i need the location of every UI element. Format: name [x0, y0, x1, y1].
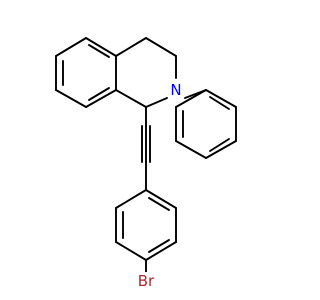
bromine-label: Br	[138, 272, 155, 290]
bond	[115, 37, 147, 57]
double-bond-inner-line	[209, 96, 230, 110]
bond	[205, 89, 237, 108]
bond	[175, 140, 207, 159]
bond	[85, 37, 117, 57]
n-phenyl-ring	[175, 89, 237, 159]
bond	[55, 37, 87, 57]
atom-label-background	[134, 272, 158, 288]
bromine-atom: Br	[134, 272, 158, 290]
bond	[145, 241, 177, 261]
saturated-nitrogen-ring	[115, 37, 177, 108]
bond	[85, 89, 117, 108]
bond	[145, 189, 177, 209]
nitrogen-atom: N	[168, 81, 184, 99]
double-bond-inner-line	[88, 87, 110, 101]
bond	[115, 189, 147, 209]
bromophenyl-ring	[115, 189, 177, 273]
bond	[55, 89, 87, 108]
fused-benzene-ring	[55, 37, 117, 108]
bond	[115, 89, 147, 108]
bond	[145, 97, 168, 108]
double-bond-inner-line	[148, 239, 170, 253]
bond	[205, 140, 237, 159]
double-bond-inner-line	[88, 44, 110, 58]
double-bond-inner-line	[148, 197, 170, 211]
bond	[145, 37, 177, 57]
bond	[115, 241, 147, 261]
bond	[175, 89, 207, 108]
molecule-structure-canvas: N Br	[55, 37, 237, 290]
alkyne-triple-bond	[141, 106, 151, 191]
double-bond-inner-line	[209, 138, 230, 152]
atom-label-background	[168, 82, 184, 98]
nitrogen-label: N	[170, 81, 181, 99]
